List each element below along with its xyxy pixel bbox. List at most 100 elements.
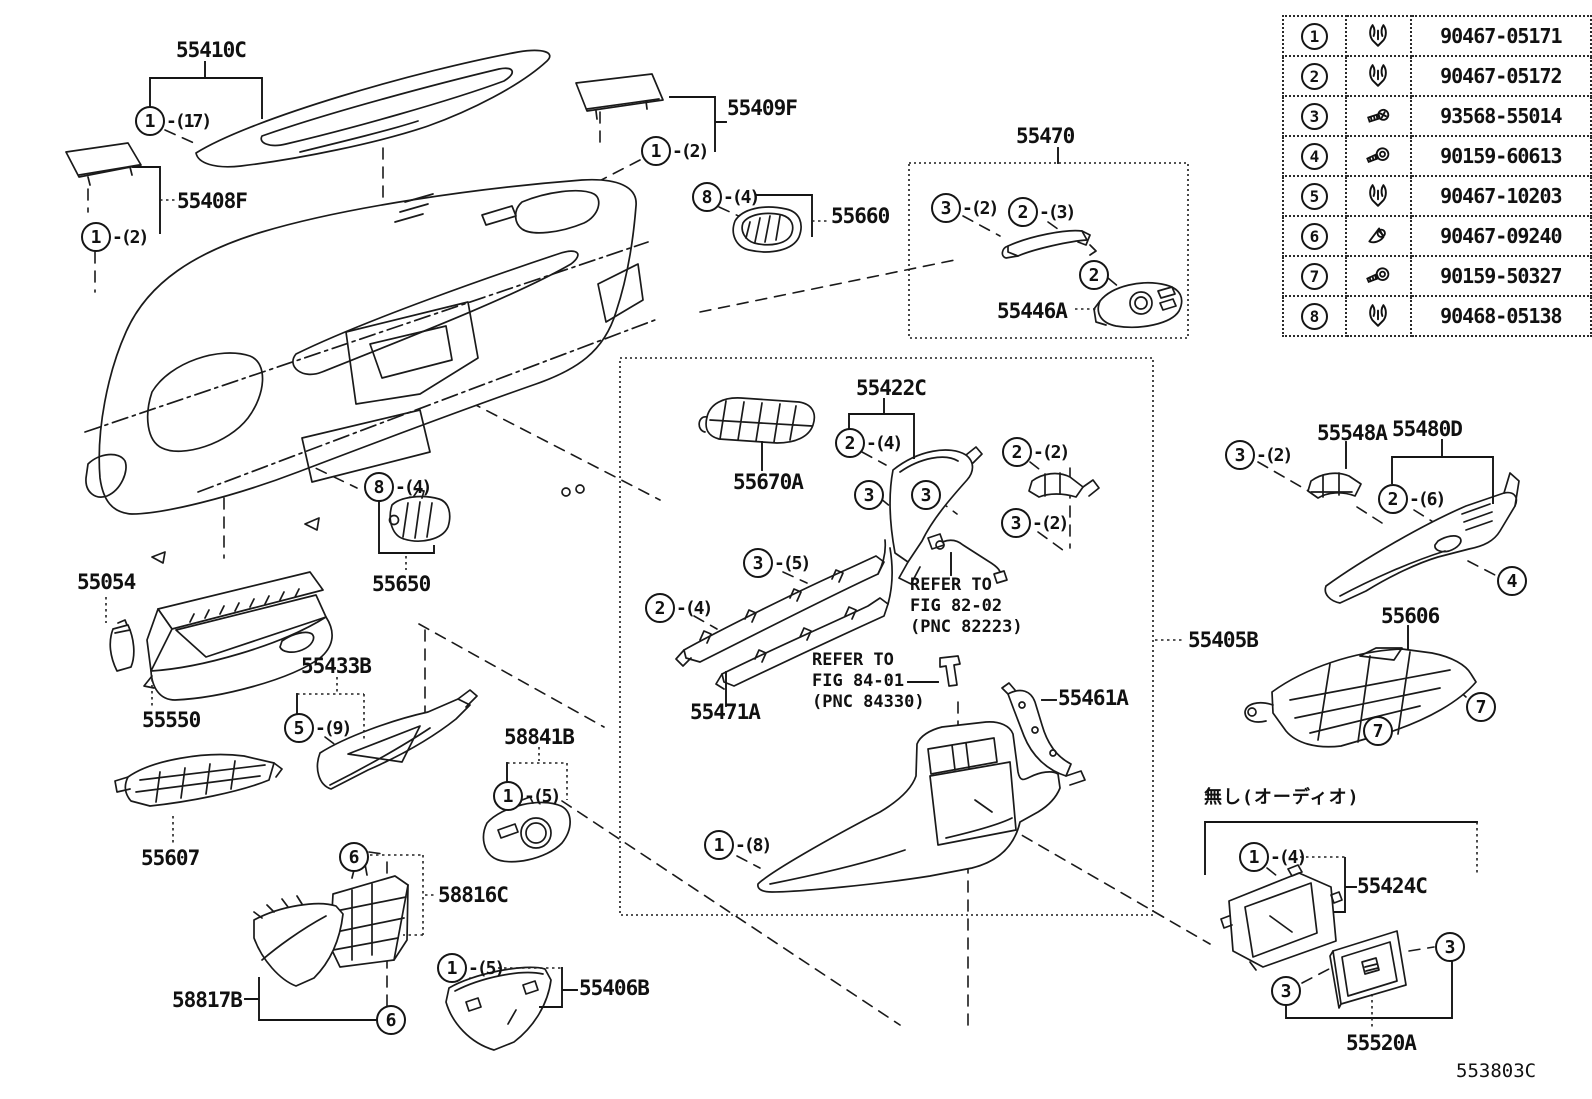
callout-55548A: 3-(2) (1225, 440, 1293, 470)
drawing-55410C-defroster-garnish (195, 49, 551, 168)
dotted-leader-lines (105, 199, 1478, 1029)
callout-circle: 2 (645, 593, 675, 623)
callout-55660: 8-(4) (692, 182, 760, 212)
table-row: 8 90468-05138 (1282, 295, 1592, 337)
callout-1-8: 1-(8) (704, 830, 772, 860)
fastener-part-number: 90159-50327 (1440, 264, 1562, 288)
fastener-part-cell: 90159-50327 (1409, 255, 1592, 297)
callout-circle: 5 (284, 713, 314, 743)
drawing-55480D-lower-panel (1324, 472, 1520, 604)
callout-circle: 3 (1271, 976, 1301, 1006)
callout-circle: 3 (743, 548, 773, 578)
part-label-55520A: 55520A (1346, 1031, 1417, 1055)
drawing-instrument-panel (84, 178, 656, 604)
fastener-number-cell: 1 (1282, 15, 1347, 57)
callout-count: -(5) (468, 957, 505, 979)
part-label-55422C: 55422C (856, 376, 927, 400)
callout-count: -(17) (166, 110, 212, 132)
clip-icon (1369, 64, 1388, 87)
drawing-bracket-2-2 (1028, 472, 1100, 498)
drawing-55054-damper (109, 619, 135, 672)
fastener-part-number: 93568-55014 (1440, 104, 1562, 128)
fastener-part-number: 90467-09240 (1440, 224, 1562, 248)
callout-count: -(3) (1039, 201, 1076, 223)
callout-circle: 3 (854, 480, 884, 510)
callout-count: -(6) (1409, 488, 1446, 510)
drawing-55409F-cover (575, 73, 664, 120)
table-row: 3 93568-55014 (1282, 95, 1592, 137)
callout-circle: 6 (339, 842, 369, 872)
callout-55606-7a: 7 (1466, 692, 1496, 722)
callout-55422C: 2-(4) (835, 428, 903, 458)
part-label-55433B: 55433B (301, 654, 372, 678)
circled-number: 8 (1300, 302, 1328, 330)
clip-icon (1369, 304, 1388, 327)
callout-55520A-3a: 3 (1435, 932, 1465, 962)
drawing-55670A-register (698, 397, 816, 444)
callout-count: -(2) (1033, 441, 1070, 463)
part-label-55607: 55607 (141, 846, 200, 870)
fastener-part-cell: 93568-55014 (1409, 95, 1592, 137)
callout-circle: 1 (135, 106, 165, 136)
callout-55422C-3b: 3 (911, 480, 941, 510)
part-label-55408F: 55408F (177, 189, 248, 213)
callout-circle: 1 (1239, 842, 1269, 872)
fastener-number-cell: 3 (1282, 95, 1347, 137)
callout-circle: 1 (81, 222, 111, 252)
fastener-part-cell: 90467-10203 (1409, 175, 1592, 217)
callout-55470-2a: 2-(3) (1008, 197, 1076, 227)
table-row: 5 90467-10203 (1282, 175, 1592, 217)
fastener-icon-cell (1344, 295, 1412, 337)
callout-55650: 8-(4) (364, 472, 432, 502)
callout-circle: 8 (692, 182, 722, 212)
fastener-part-number: 90467-05171 (1440, 24, 1562, 48)
callout-58817B: 6 (376, 1005, 406, 1035)
clip-icon (1369, 24, 1388, 47)
drawing-55548A-bracket (1307, 472, 1362, 499)
note-without-audio: 無し(オーディオ) (1204, 787, 1360, 808)
fastener-icon-cell (1344, 215, 1412, 257)
callout-count: -(9) (315, 717, 352, 739)
drawing-84330-clip (939, 655, 961, 687)
bracket-lines (132, 61, 1494, 1021)
callout-count: -(4) (1270, 846, 1307, 868)
callout-3-2: 3-(2) (1001, 508, 1069, 538)
fastener-number-cell: 5 (1282, 175, 1347, 217)
fastener-part-number: 90159-60613 (1440, 144, 1562, 168)
drawing-55406B-cover (445, 966, 552, 1051)
callout-count: -(2) (1256, 444, 1293, 466)
part-label-55650: 55650 (372, 572, 431, 596)
callout-circle: 2 (1008, 197, 1038, 227)
part-label-55054: 55054 (77, 570, 136, 594)
callout-circle: 7 (1466, 692, 1496, 722)
part-label-55409F: 55409F (727, 96, 798, 120)
drawing-55606-under-cover (1244, 647, 1477, 748)
fastener-number-cell: 2 (1282, 55, 1347, 97)
callout-circle: 1 (493, 781, 523, 811)
table-row: 7 90159-50327 (1282, 255, 1592, 297)
callout-55406B: 1-(5) (437, 953, 505, 983)
group-boxes (619, 162, 1189, 916)
callout-circle: 7 (1363, 716, 1393, 746)
callout-58816C: 6 (339, 842, 369, 872)
fastener-icon-cell (1344, 95, 1412, 137)
drawing-55422C-pillar-garnish (889, 446, 983, 585)
drawing-wire-harness (927, 533, 1008, 584)
callout-count: -(4) (723, 186, 760, 208)
callout-55480D: 2-(6) (1378, 484, 1446, 514)
part-label-55406B: 55406B (579, 976, 650, 1000)
callout-55520A-3b: 3 (1271, 976, 1301, 1006)
callout-circle: 2 (1002, 437, 1032, 467)
part-label-55548A: 55548A (1317, 421, 1388, 445)
callout-55409F: 1-(2) (641, 136, 709, 166)
callout-circle: 8 (364, 472, 394, 502)
part-label-55470: 55470 (1016, 124, 1075, 148)
fastener-icon-cell (1344, 255, 1412, 297)
callout-circle: 3 (1001, 508, 1031, 538)
table-row: 4 90159-60613 (1282, 135, 1592, 177)
part-label-55550: 55550 (142, 708, 201, 732)
fastener-icon-cell (1344, 175, 1412, 217)
circled-number: 7 (1300, 262, 1328, 290)
callout-count: -(4) (395, 476, 432, 498)
part-label-55660: 55660 (831, 204, 890, 228)
